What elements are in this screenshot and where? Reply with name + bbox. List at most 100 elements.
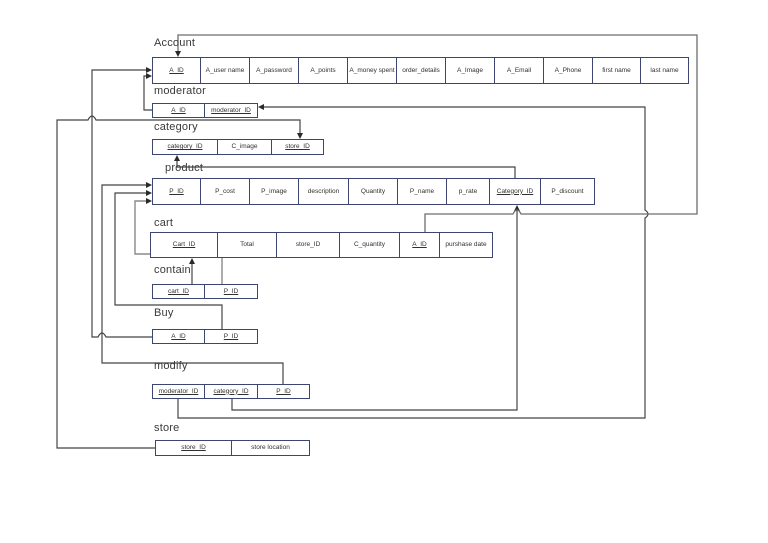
column-label: store_ID — [295, 241, 321, 249]
rel-product-category-arrow — [174, 155, 180, 161]
column-label: store_ID — [285, 143, 310, 151]
column-label: purshase date — [445, 241, 487, 249]
column-product-quantity[interactable]: Quantity — [349, 178, 398, 205]
column-moderator-moderator-id[interactable]: moderator_ID — [205, 103, 258, 118]
entity-table-buy[interactable]: A_ID P_ID — [152, 329, 258, 344]
column-cart-a-id[interactable]: A_ID — [400, 232, 440, 258]
entity-title-buy: Buy — [154, 307, 174, 319]
column-label: A_ID — [169, 66, 184, 74]
column-label: A_ID — [171, 332, 186, 340]
column-label: A_ID — [412, 241, 427, 249]
column-label: P_ID — [223, 287, 239, 295]
column-label: p_rate — [458, 187, 478, 195]
column-store-store-location[interactable]: store location — [232, 440, 310, 456]
column-buy-a-id[interactable]: A_ID — [152, 329, 205, 344]
rel-contain-product-line — [134, 200, 223, 284]
column-modify-category-id[interactable]: category_ID — [205, 384, 258, 399]
column-label: Category_ID — [496, 187, 534, 195]
column-cart-c-quantity[interactable]: C_quantity — [340, 232, 400, 258]
column-cart-total[interactable]: Total — [218, 232, 277, 258]
entity-table-category[interactable]: category_ID C_image store_ID — [152, 139, 324, 155]
column-account-first-name[interactable]: first name — [593, 57, 641, 84]
column-label: first name — [602, 66, 631, 74]
column-label: C_quantity — [353, 241, 386, 249]
column-account-a-money-spent[interactable]: A_money spent — [348, 57, 397, 84]
column-account-a-points[interactable]: A_points — [299, 57, 348, 84]
column-account-a-email[interactable]: A_Email — [495, 57, 544, 84]
column-label: store location — [251, 444, 290, 452]
column-buy-p-id[interactable]: P_ID — [205, 329, 258, 344]
entity-title-contain: contain — [154, 264, 191, 276]
rel-buy-product-line — [114, 192, 223, 329]
column-category-category-id[interactable]: category_ID — [152, 139, 218, 155]
column-label: description — [307, 187, 340, 195]
column-product-p-rate[interactable]: p_rate — [447, 178, 490, 205]
entity-title-store: store — [154, 422, 180, 434]
column-contain-p-id[interactable]: P_ID — [205, 284, 258, 299]
column-label: A_ID — [171, 106, 186, 114]
entity-title-product: product — [165, 162, 204, 174]
column-label: A_Phone — [554, 66, 582, 74]
rel-cart-account-line — [177, 34, 698, 232]
rel-contain-cart-arrow — [189, 258, 195, 264]
rel-moderator-account-line — [143, 75, 152, 111]
column-category-c-image[interactable]: C_image — [218, 139, 272, 155]
column-product-p-image[interactable]: P_image — [250, 178, 299, 205]
column-cart-cart-id[interactable]: Cart_ID — [150, 232, 218, 258]
entity-table-store[interactable]: store_ID store location — [155, 440, 310, 456]
rel-buy-account-arrow — [146, 67, 152, 73]
column-account-last-name[interactable]: last name — [641, 57, 689, 84]
rel-buy-product-arrow — [146, 190, 152, 196]
rel-contain-product-arrow — [146, 198, 152, 204]
column-label: Cart_ID — [172, 241, 196, 249]
column-account-a-phone[interactable]: A_Phone — [544, 57, 593, 84]
column-cart-purshase-date[interactable]: purshase date — [440, 232, 493, 258]
column-product-category-id[interactable]: Category_ID — [490, 178, 541, 205]
entity-table-modify[interactable]: moderator_ID category_ID P_ID — [152, 384, 310, 399]
column-category-store-id[interactable]: store_ID — [272, 139, 324, 155]
column-account-a-password[interactable]: A_password — [250, 57, 299, 84]
column-label: P_ID — [169, 187, 184, 195]
rel-store-category-line — [56, 115, 301, 449]
column-product-p-discount[interactable]: P_discount — [541, 178, 595, 205]
column-label: P_ID — [223, 332, 239, 340]
column-product-p-cost[interactable]: P_cost — [201, 178, 250, 205]
column-label: category_ID — [213, 387, 249, 395]
column-label: moderator_ID — [211, 106, 251, 114]
column-product-p-id[interactable]: P_ID — [152, 178, 201, 205]
rel-product-category-line — [176, 159, 516, 178]
column-account-a-id[interactable]: A_ID — [152, 57, 201, 84]
column-modify-p-id[interactable]: P_ID — [258, 384, 310, 399]
entity-table-contain[interactable]: cart_ID P_ID — [152, 284, 258, 299]
rel-cart-account-arrow — [175, 51, 181, 57]
column-label: category_ID — [167, 143, 203, 151]
column-cart-store-id[interactable]: store_ID — [277, 232, 340, 258]
column-product-p-name[interactable]: P_name — [398, 178, 447, 205]
column-label: Quantity — [360, 187, 386, 195]
rel-store-category-arrow — [297, 133, 303, 139]
entity-table-product[interactable]: P_ID P_cost P_image description Quantity P_na… — [152, 178, 595, 205]
rel-buy-account-line — [91, 69, 152, 338]
column-label: P_discount — [551, 187, 584, 195]
entity-table-cart[interactable]: Cart_ID Total store_ID C_quantity A_ID pursha… — [150, 232, 493, 258]
rel-moderator-account-arrow — [146, 73, 152, 79]
entity-title-category: category — [154, 121, 198, 133]
column-account-a-user-name[interactable]: A_user name — [201, 57, 250, 84]
column-moderator-a-id[interactable]: A_ID — [152, 103, 205, 118]
entity-title-modify: modify — [154, 360, 188, 372]
column-contain-cart-id[interactable]: cart_ID — [152, 284, 205, 299]
column-label: P_ID — [276, 387, 291, 395]
rel-modify-product-category-line — [231, 209, 518, 411]
column-modify-moderator-id[interactable]: moderator_ID — [152, 384, 205, 399]
column-account-a-image[interactable]: A_Image — [446, 57, 495, 84]
column-account-order-details[interactable]: order_details — [397, 57, 446, 84]
column-label: P_cost — [215, 187, 235, 195]
column-product-description[interactable]: description — [299, 178, 349, 205]
entity-table-moderator[interactable]: A_ID moderator_ID — [152, 103, 258, 118]
column-label: C_image — [231, 143, 258, 151]
column-label: P_name — [409, 187, 435, 195]
entity-title-cart: cart — [154, 217, 174, 229]
column-store-store-id[interactable]: store_ID — [155, 440, 232, 456]
